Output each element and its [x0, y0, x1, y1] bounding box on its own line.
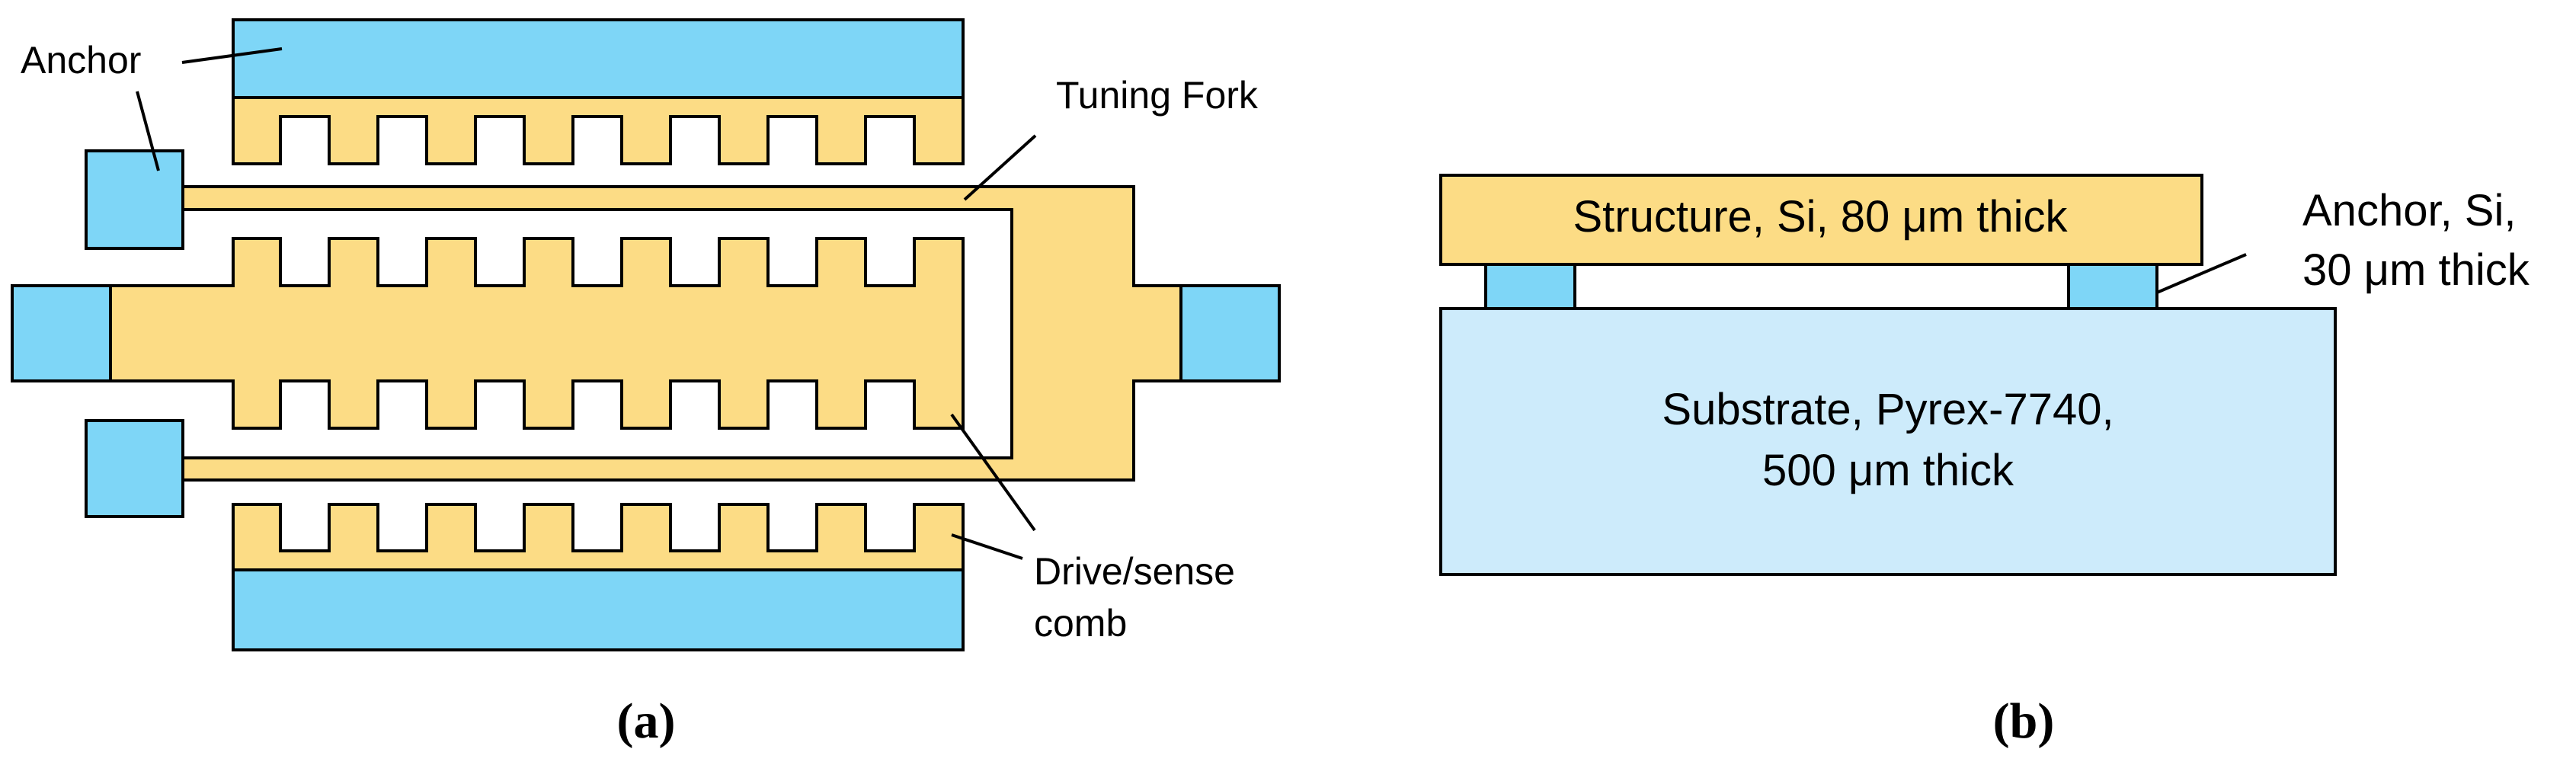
- upper-left-anchor: [85, 149, 184, 250]
- anchor-si-label-line2: 30 μm thick: [2302, 245, 2530, 295]
- lower-left-anchor: [85, 419, 184, 518]
- bottom-anchor-bar: [232, 568, 965, 651]
- anchor-leader-line-to-anchor: [136, 91, 160, 171]
- tuning-fork-label: Tuning Fork: [1056, 74, 1259, 117]
- anchor-leader-line-to-bar: [181, 47, 283, 64]
- top-anchor-bar: [232, 18, 965, 99]
- inner-drive-comb: [109, 237, 965, 430]
- left-center-anchor: [11, 284, 112, 382]
- panel-a-tuning-fork-diagram: Anchor Tuning Fork Drive/sense comb (a): [11, 18, 1281, 749]
- panel-b-cross-section: Structure, Si, 80 μm thick Anchor, Si, 3…: [1439, 174, 2530, 749]
- structure-label: Structure, Si, 80 μm thick: [1573, 192, 2068, 242]
- panel-b-caption: (b): [1993, 693, 2055, 749]
- anchor-si-leader-line: [2156, 253, 2247, 294]
- bottom-outer-comb: [232, 503, 965, 571]
- comb-label-line1: Drive/sense: [1034, 550, 1235, 593]
- right-center-anchor: [1179, 284, 1281, 382]
- top-outer-comb: [232, 96, 965, 165]
- tuning-fork-leader-line: [963, 134, 1037, 201]
- comb-label-line2: comb: [1034, 602, 1127, 645]
- structure-layer: [1439, 174, 2203, 266]
- substrate-layer: [1439, 307, 2337, 576]
- left-anchor-block: [1484, 263, 1576, 310]
- substrate-label-line1: Substrate, Pyrex-7740,: [1662, 385, 2114, 434]
- anchor-si-label-line1: Anchor, Si,: [2302, 186, 2516, 235]
- anchor-label: Anchor: [21, 39, 141, 82]
- comb-leader-line-outer: [951, 533, 1023, 560]
- panel-a-caption: (a): [617, 693, 676, 749]
- comb-leader-line-inner: [950, 413, 1036, 532]
- tuning-fork-frame: [181, 185, 1182, 482]
- right-anchor-block: [2067, 263, 2158, 310]
- substrate-label-line2: 500 μm thick: [1762, 446, 2014, 495]
